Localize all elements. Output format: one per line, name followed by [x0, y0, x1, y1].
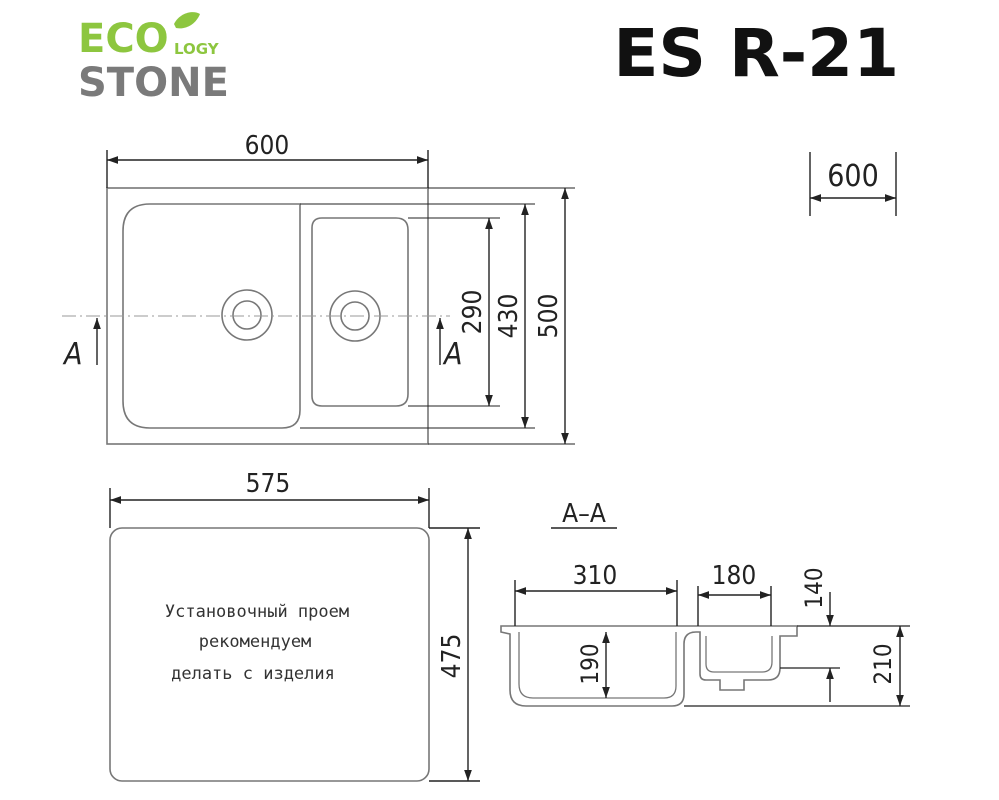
section-view: A–A 310 180 190 140 — [500, 499, 910, 707]
total-height-label: 500 — [534, 294, 564, 339]
cutout-note-line-3: делать с изделия — [171, 664, 335, 684]
section-small-width-dimension — [697, 586, 772, 626]
logo-logy-text: LOGY — [174, 40, 220, 58]
section-profile — [500, 625, 798, 707]
height-extension-lines — [300, 187, 575, 445]
section-large-width-dimension — [514, 580, 678, 626]
cutout-outline — [109, 527, 430, 782]
section-mark-left: A — [62, 337, 82, 372]
section-small-bowl-inner — [705, 636, 773, 673]
cabinet-width-dimension — [809, 152, 897, 216]
top-width-label: 600 — [245, 131, 290, 161]
section-small-width-label: 180 — [712, 561, 757, 591]
large-bowl-drain — [221, 289, 273, 341]
section-mark-right: A — [442, 337, 462, 372]
brand-logo: ECO LOGY STONE — [78, 12, 229, 106]
logo-stone-text: STONE — [78, 60, 229, 106]
section-large-width-label: 310 — [573, 561, 618, 591]
logo-eco-text: ECO — [78, 16, 169, 62]
large-bowl — [122, 203, 301, 429]
model-title: ES R-21 — [613, 15, 899, 92]
cutout-height-dimension — [429, 527, 480, 782]
section-total-depth-label: 210 — [869, 643, 897, 684]
small-bowl — [311, 217, 409, 407]
section-small-depth-label: 140 — [800, 567, 828, 608]
section-large-depth-label: 190 — [576, 643, 604, 684]
small-bowl-height-label: 290 — [458, 290, 488, 335]
section-label: A–A — [562, 499, 606, 529]
cabinet-width-label: 600 — [827, 159, 879, 194]
cutout-note-line-1: Установочный проем — [165, 602, 349, 622]
section-large-bowl-inner — [518, 632, 677, 699]
leaf-icon — [174, 12, 200, 29]
large-bowl-height-label: 430 — [494, 294, 524, 339]
cutout-view: 575 475 Установочный проем рекомендуем д… — [109, 469, 480, 782]
cutout-width-dimension — [109, 488, 430, 528]
top-width-dimension — [106, 150, 429, 188]
cutout-height-label: 475 — [437, 634, 467, 679]
top-view: A A 600 290 430 500 — [62, 131, 575, 445]
cutout-note-line-2: рекомендуем — [199, 632, 312, 652]
cutout-width-label: 575 — [246, 469, 291, 499]
